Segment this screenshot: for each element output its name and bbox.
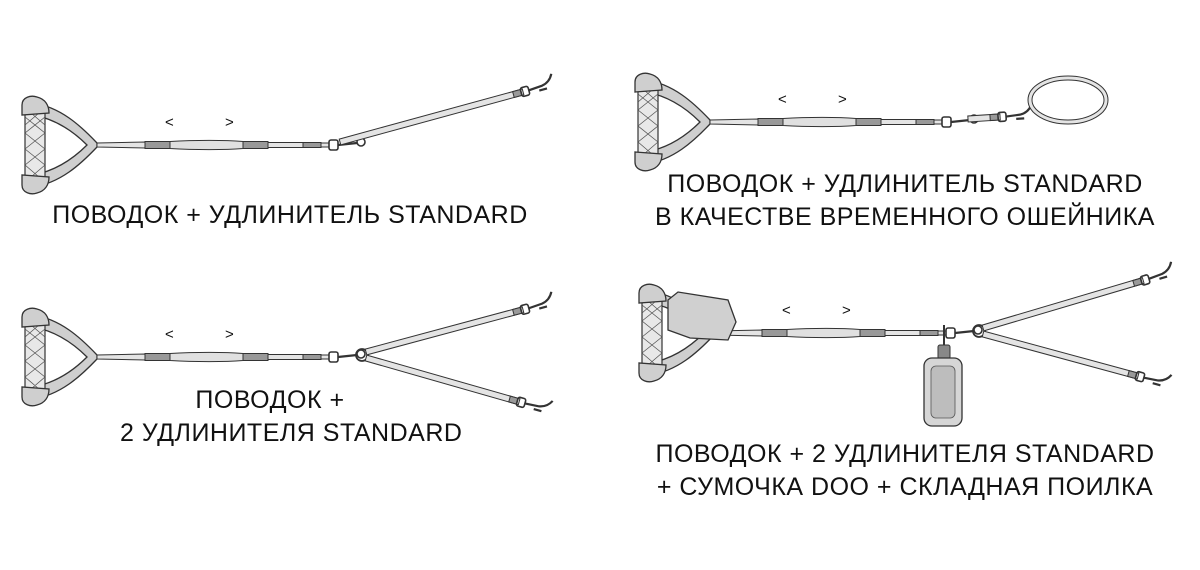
extender-body	[967, 104, 1033, 123]
extender-strap	[981, 277, 1145, 332]
snap-hook-icon	[528, 291, 553, 310]
extender-body	[364, 291, 553, 356]
extender	[981, 261, 1173, 332]
extender-body	[338, 73, 553, 146]
extender-body	[364, 354, 554, 413]
arrow-right-icon: >	[842, 302, 851, 319]
bowl-cap	[937, 344, 951, 360]
extender-body	[981, 330, 1173, 387]
d-ring	[519, 303, 531, 316]
caption-line: ПОВОДОК +	[195, 386, 345, 414]
snap-hook-icon	[524, 400, 554, 413]
caption-panel-3: ПОВОДОК + 2 УДЛИНИТЕЛЯ STANDARD	[120, 384, 463, 450]
arrow-right-icon: >	[225, 326, 234, 343]
caption-line: ПОВОДОК + 2 УДЛИНИТЕЛЯ STANDARD	[655, 440, 1155, 468]
caption-line: ПОВОДОК + УДЛИНИТЕЛЬ STANDARD	[667, 170, 1143, 198]
extender	[338, 73, 553, 146]
d-ring	[519, 85, 531, 98]
leash: <>	[20, 307, 367, 407]
leash: <>	[20, 95, 367, 195]
snap-hook-icon	[1143, 374, 1173, 387]
caption-line: 2 УДЛИНИТЕЛЯ STANDARD	[120, 419, 463, 447]
caption-line: В КАЧЕСТВЕ ВРЕМЕННОГО ОШЕЙНИКА	[655, 203, 1155, 231]
caption-panel-4: ПОВОДОК + 2 УДЛИНИТЕЛЯ STANDARD + СУМОЧКА…	[610, 438, 1200, 504]
arrow-left-icon: <	[778, 91, 787, 108]
extender	[967, 104, 1033, 123]
extender-strap	[364, 306, 525, 356]
extender	[364, 291, 553, 356]
arrow-left-icon: <	[165, 326, 174, 343]
leash: <>	[633, 72, 980, 172]
extender-strap	[338, 88, 525, 146]
extender	[981, 330, 1173, 387]
extender-strap	[981, 330, 1140, 380]
extender-tip	[989, 113, 999, 122]
caption-line: + СУМОЧКА DOO + СКЛАДНАЯ ПОИЛКА	[656, 473, 1154, 501]
extender-body	[981, 261, 1173, 332]
d-ring	[1134, 370, 1146, 383]
snap-hook-icon	[1148, 261, 1173, 280]
leash-handle-and-strap	[633, 72, 980, 172]
folding-bowl-panel	[930, 365, 956, 419]
caption-panel-2: ПОВОДОК + УДЛИНИТЕЛЬ STANDARD В КАЧЕСТВЕ …	[620, 168, 1190, 234]
d-ring	[1139, 274, 1151, 286]
doo-bag	[667, 291, 737, 341]
d-ring	[515, 396, 527, 409]
arrow-left-icon: <	[165, 114, 174, 131]
arrow-right-icon: >	[225, 114, 234, 131]
arrow-left-icon: <	[782, 302, 791, 319]
caption-line: ПОВОДОК + УДЛИНИТЕЛЬ STANDARD	[52, 201, 528, 229]
snap-hook-icon	[528, 73, 553, 92]
caption-panel-1: ПОВОДОК + УДЛИНИТЕЛЬ STANDARD	[15, 199, 565, 232]
leash-handle-and-strap	[20, 95, 367, 195]
collar-loop-inner	[1028, 76, 1108, 124]
snap-hook-icon	[1005, 104, 1033, 120]
extender	[364, 354, 554, 413]
extender-strap	[364, 354, 521, 406]
arrow-right-icon: >	[838, 91, 847, 108]
leash: <>	[637, 283, 984, 383]
